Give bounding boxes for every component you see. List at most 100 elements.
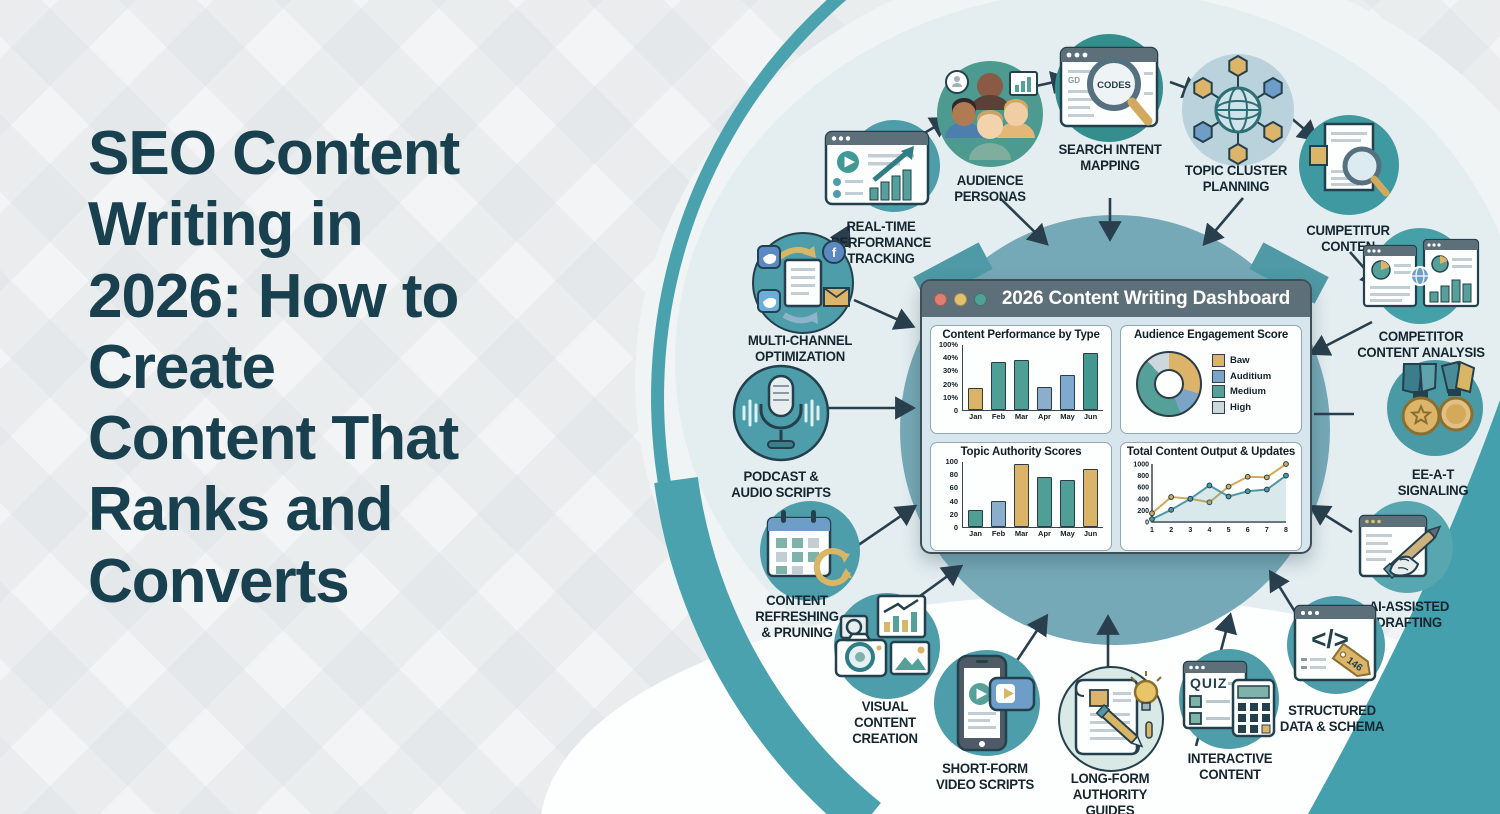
facebook-icon: f (832, 245, 837, 260)
eeat-signaling-icon (1387, 360, 1483, 456)
x-axis-tick-label: 6 (1246, 527, 1250, 534)
x-axis-tick-label: Jun (1083, 412, 1098, 421)
spoke-label: CUMPETITUR CONTEN (1306, 222, 1390, 255)
data-point (1283, 472, 1289, 479)
x-axis-tick-label: Mar (1014, 412, 1029, 421)
real-time-performance-tracking-icon (824, 120, 940, 212)
legend-item: High (1212, 400, 1271, 414)
legend-swatch (1212, 385, 1225, 399)
x-axis-tick-label: Jan (969, 412, 982, 421)
data-point (1225, 493, 1232, 500)
spoke-long-form-authority-guides (1054, 666, 1168, 781)
bars (964, 344, 1102, 410)
bar (968, 388, 983, 410)
legend-item: Auditium (1212, 369, 1272, 383)
x-axis-tick-label: Feb (991, 529, 1006, 538)
data-point (1206, 499, 1213, 506)
x-axis-tick-label: Jun (1083, 529, 1098, 538)
spoke-podcast-audio-scripts (730, 362, 832, 469)
spoke-label: REAL-TIME PERFORMANCE TRACKING (831, 218, 931, 267)
legend-swatch (1212, 369, 1225, 383)
bars (964, 461, 1102, 527)
spoke-eeat-signaling (1378, 358, 1492, 469)
data-point (1168, 494, 1175, 500)
y-axis-tick-label: 0 (1145, 520, 1149, 527)
y-axis-tick-label: 0 (953, 406, 958, 415)
data-point (1168, 506, 1175, 513)
spoke-label: LONG-FORM AUTHORITY GUIDES (1070, 770, 1150, 814)
spoke-competitor-content-analysis (1356, 226, 1486, 331)
x-axis-tick-label: 5 (1227, 527, 1231, 534)
spoke-ai-assisted-drafting (1352, 498, 1462, 601)
y-axis-tick-label: 20 (949, 509, 958, 519)
legend-swatch (1212, 400, 1225, 414)
content-writing-dashboard: 2026 Content Writing Dashboard Content P… (920, 279, 1312, 554)
data-point (1149, 510, 1155, 517)
legend-label: Auditium (1230, 370, 1272, 382)
x-axis-tick-label: Feb (991, 412, 1006, 421)
audience-personas-icon (937, 61, 1043, 167)
y-axis-tick-label: 1000 (1133, 462, 1149, 469)
legend-label: Medium (1230, 386, 1266, 398)
spoke-label: SHORT-FORM VIDEO SCRIPTS (936, 760, 1034, 793)
legend-item: Medium (1212, 385, 1271, 399)
y-axis-tick-label: 100% (938, 340, 958, 349)
spoke-label: AI-ASSISTED DRAFTING (1368, 598, 1450, 631)
spoke-interactive-content: QUIZ (1176, 646, 1282, 757)
codes-text: CODES (1097, 80, 1131, 91)
data-point (1149, 516, 1155, 522)
x-axis-tick-label: Apr (1038, 412, 1051, 421)
y-axis-tick-label: 800 (1137, 473, 1149, 480)
structured-data-schema-icon: </> 146 (1287, 596, 1385, 694)
bar (1083, 353, 1098, 410)
chart-title: Total Content Output & Updates (1126, 446, 1296, 458)
x-axis-tick-label: 8 (1284, 527, 1288, 534)
spoke-search-intent-mapping: GD CODES (1048, 32, 1170, 149)
data-point (1206, 482, 1213, 489)
chart-title: Content Performance by Type (942, 329, 1100, 341)
y-axis-tick-label: 40% (942, 353, 958, 363)
x-axis-tick-label: May (1060, 412, 1075, 421)
spoke-content-refreshing-pruning (756, 500, 864, 609)
y-axis-tick-label: 60 (949, 483, 958, 493)
spoke-real-time-performance-tracking (820, 118, 942, 223)
line-series-teal (1151, 474, 1287, 520)
x-axis-tick-label: 3 (1188, 527, 1192, 534)
data-point (1283, 461, 1289, 467)
short-form-video-scripts-icon (934, 650, 1040, 756)
legend-swatch (1212, 354, 1225, 368)
line-series-gold (1151, 463, 1287, 515)
y-axis-tick-label: 600 (1137, 485, 1149, 492)
x-axis-labels: Jan Feb Mar Apr May Jun (964, 412, 1102, 423)
topic-cluster-planning-icon (1182, 54, 1294, 166)
spoke-label: VISUAL CONTENT CREATION (852, 698, 918, 747)
legend-label: Baw (1230, 355, 1250, 367)
donut-hole (1154, 369, 1184, 399)
bar (1014, 464, 1029, 527)
visual-content-creation-icon (834, 593, 940, 699)
data-point (1244, 473, 1251, 480)
data-point (1187, 495, 1194, 502)
spoke-label: MULTI-CHANNEL OPTIMIZATION (747, 332, 853, 365)
bar (968, 510, 983, 527)
chart-axes (962, 345, 1103, 411)
chart-axes (962, 462, 1103, 528)
area-fill (1152, 475, 1286, 522)
window-dot-green (974, 292, 987, 306)
bar (991, 362, 1006, 410)
long-form-authority-guides-icon (1058, 666, 1164, 772)
spoke-label: SEARCH INTENT MAPPING (1058, 141, 1162, 174)
spoke-label: CONTENT REFRESHING & PRUNING (755, 592, 839, 641)
x-axis-tick-label: May (1060, 529, 1075, 538)
quiz-text: QUIZ (1190, 675, 1227, 691)
